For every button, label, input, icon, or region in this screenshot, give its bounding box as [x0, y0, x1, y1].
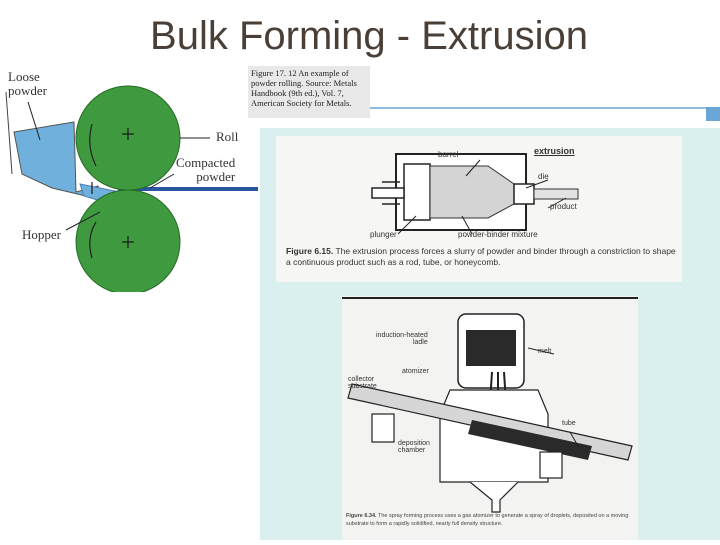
slide-title: Bulk Forming - Extrusion	[150, 14, 588, 58]
melt-label: melt	[538, 348, 552, 355]
rolling-figure-caption: Figure 17. 12 An example of powder rolli…	[248, 66, 370, 118]
barrel-label: barrel	[438, 150, 459, 159]
atomizer-label: atomizer	[402, 368, 429, 375]
roll-label: Roll	[216, 129, 239, 144]
hopper-label: Hopper	[22, 227, 61, 242]
extrusion-diagram	[276, 136, 682, 282]
die-label: die	[538, 172, 549, 181]
accent-line	[370, 107, 720, 121]
plunger-label: plunger	[370, 230, 397, 239]
mixture-label: powder-binder mixture	[458, 230, 538, 239]
compacted-powder-label: Compacted powder	[176, 155, 236, 184]
spray-forming-diagram	[342, 296, 638, 540]
substrate-label: collector substrate	[348, 376, 377, 390]
spray-figure-caption: Figure 6.34. The spray forming process u…	[346, 512, 636, 528]
extrusion-caption-text: The extrusion process forces a slurry of…	[286, 246, 676, 267]
powder-rolling-diagram	[0, 62, 258, 295]
tube-label: tube	[562, 420, 576, 427]
chamber-label: deposition chamber	[398, 440, 430, 454]
loose-powder-label: Loose powder	[8, 69, 47, 98]
extrusion-figure: barrel extrusion die product plunger pow…	[276, 136, 682, 282]
product-label: product	[550, 202, 577, 211]
extrusion-figure-caption: Figure 6.15. The extrusion process force…	[286, 246, 678, 268]
ladle-label: induction-heated ladle	[376, 332, 428, 346]
spray-caption-number: Figure 6.34.	[346, 513, 377, 519]
spray-caption-text: The spray forming process uses a gas ato…	[346, 513, 629, 527]
powder-rolling-figure: Loose powder Roll Compacted powder Hoppe…	[0, 62, 258, 295]
spray-forming-figure: induction-heated ladle melt atomizer col…	[342, 296, 638, 540]
extrusion-label: extrusion	[534, 146, 575, 156]
extrusion-caption-number: Figure 6.15.	[286, 246, 334, 256]
